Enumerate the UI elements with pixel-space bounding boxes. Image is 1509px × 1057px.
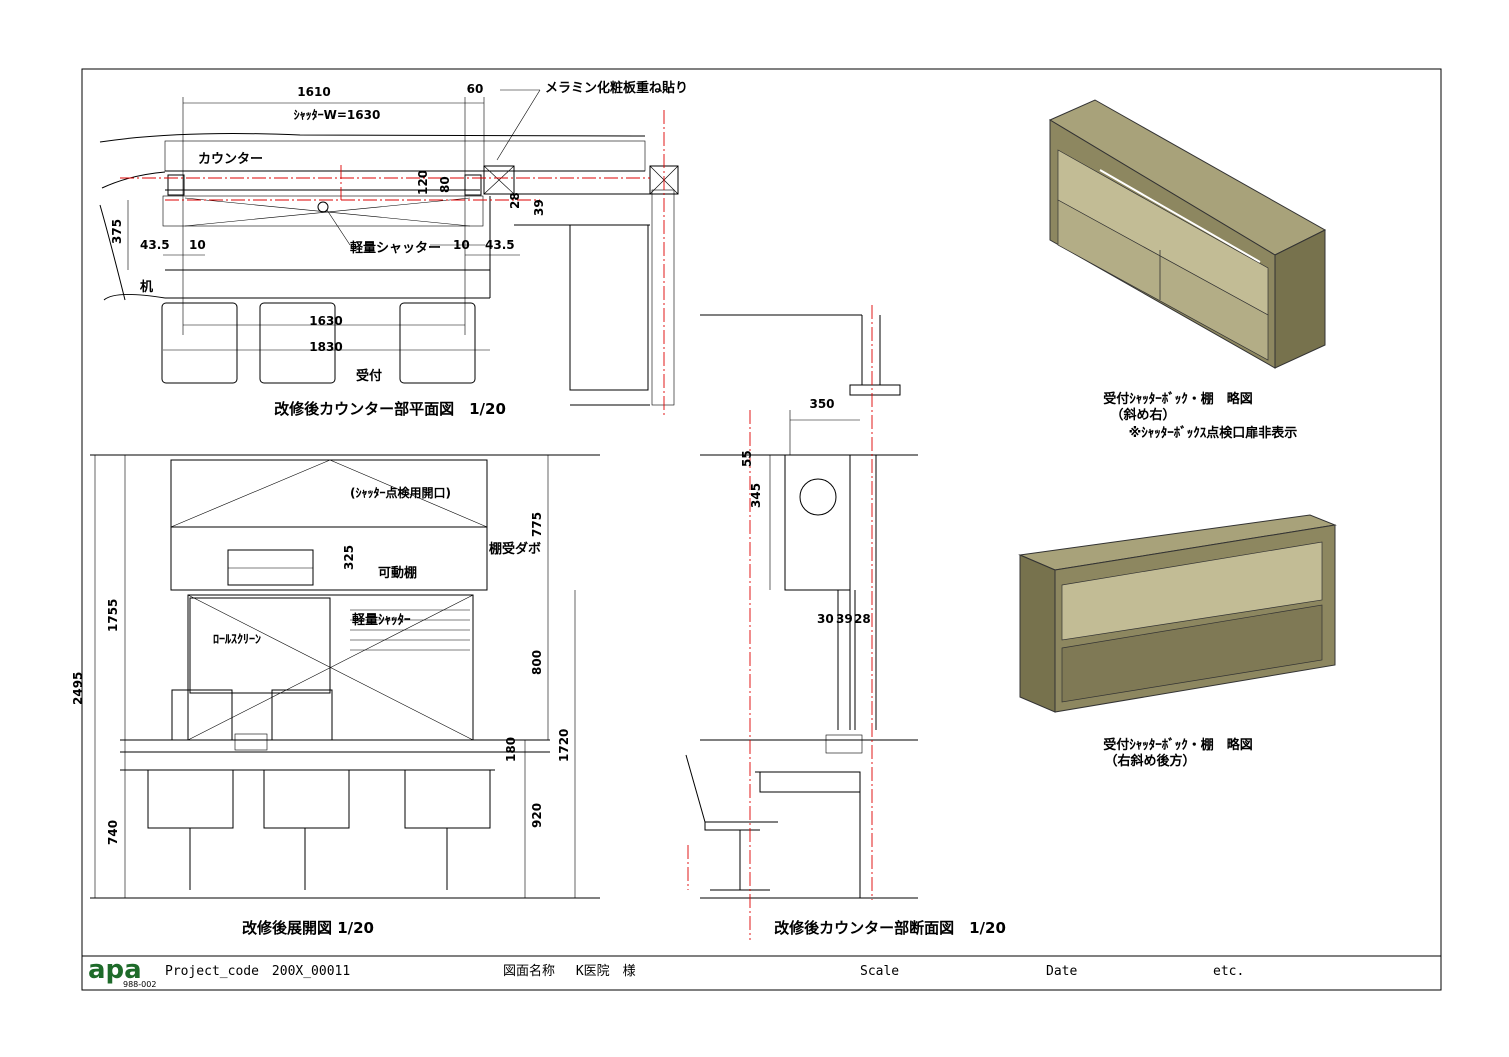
- iso-shutter-box-right: 受付ｼｬｯﾀｰﾎﾞｯｸ・棚 略図 （斜め右） ※ｼｬｯﾀｰﾎﾞｯｸｽ点検口扉非表…: [1048, 99, 1327, 441]
- section-view: 350 55 345 30 39 28 改修後カウンター部断面図 1/20: [685, 305, 1006, 940]
- dim-28: 28: [508, 192, 522, 209]
- dim-800: 800: [530, 650, 544, 675]
- dim-28-section: 28: [854, 612, 871, 626]
- dim-10-left: 10: [189, 238, 206, 252]
- label-roll-screen: ﾛｰﾙｽｸﾘｰﾝ: [213, 632, 261, 646]
- dim-180: 180: [504, 737, 518, 762]
- dim-325: 325: [342, 545, 356, 570]
- label-melamine: メラミン化粧板重ね貼り: [545, 80, 688, 96]
- dim-43-5-left: 43.5: [140, 238, 170, 252]
- plan-view: 1610 60 ｼｬｯﾀｰW=1630 メラミン化粧板重ね貼り カウンター 12…: [99, 80, 688, 418]
- label-inspection-opening: (ｼｬｯﾀｰ点検用開口): [350, 485, 451, 500]
- label-light-shutter: 軽量シャッター: [350, 240, 441, 256]
- dim-775: 775: [530, 512, 544, 537]
- dim-39: 39: [532, 199, 546, 216]
- dim-80: 80: [438, 176, 452, 193]
- label-shelf-dowel: 棚受ダボ: [489, 541, 541, 557]
- elevation-title: 改修後展開図 1/20: [242, 919, 374, 937]
- iso-shutter-box-rear: 受付ｼｬｯﾀｰﾎﾞｯｸ・棚 略図 （右斜め後方）: [1018, 514, 1337, 769]
- dim-43-5-right: 43.5: [485, 238, 515, 252]
- dim-920: 920: [530, 803, 544, 828]
- etc-field: etc.: [1213, 964, 1244, 979]
- logo-subcode: 988-002: [123, 980, 156, 989]
- shutter-box: [162, 195, 484, 227]
- dim-shutter-width: ｼｬｯﾀｰW=1630: [294, 107, 381, 122]
- label-movable-shelf: 可動棚: [378, 565, 417, 581]
- dim-10-right: 10: [453, 238, 470, 252]
- iso1-caption-3: ※ｼｬｯﾀｰﾎﾞｯｸｽ点検口扉非表示: [1129, 425, 1298, 441]
- dim-1610: 1610: [297, 85, 330, 99]
- dim-30: 30: [817, 612, 834, 626]
- date-field: Date: [1046, 964, 1077, 979]
- label-counter: カウンター: [198, 152, 263, 167]
- iso2-caption-1: 受付ｼｬｯﾀｰﾎﾞｯｸ・棚 略図: [1103, 737, 1253, 753]
- scale-field: Scale: [860, 964, 899, 979]
- dim-55: 55: [740, 450, 754, 467]
- dim-1830: 1830: [309, 340, 342, 354]
- elevation-view: 2495 1755 740 775 325 800 180 1720 920 (…: [71, 454, 600, 937]
- label-light-shutter-elev: 軽量ｼｬｯﾀｰ: [352, 612, 411, 628]
- label-reception: 受付: [356, 368, 382, 384]
- sheet-frame: [81, 68, 1442, 991]
- apa-logo: apa: [88, 955, 142, 985]
- section-title: 改修後カウンター部断面図 1/20: [774, 919, 1006, 937]
- wall-section: [651, 189, 675, 406]
- dim-39-section: 39: [836, 612, 853, 626]
- dim-345: 345: [749, 483, 763, 508]
- title-block: apa 988-002 Project_code 200X_00011 図面名称…: [88, 955, 1244, 989]
- drawing-name: 図面名称 K医院 様: [503, 963, 636, 979]
- plan-title: 改修後カウンター部平面図 1/20: [274, 400, 506, 418]
- dim-350: 350: [809, 397, 834, 411]
- dim-375: 375: [110, 219, 124, 244]
- iso2-caption-2: （右斜め後方）: [1104, 753, 1195, 769]
- dim-120: 120: [416, 170, 430, 195]
- dim-1720: 1720: [557, 729, 571, 762]
- dim-1755: 1755: [106, 599, 120, 632]
- dim-740: 740: [106, 820, 120, 845]
- project-code: Project_code 200X_00011: [165, 964, 350, 979]
- iso1-caption-2: （斜め右）: [1110, 407, 1175, 423]
- dim-2495: 2495: [71, 672, 85, 705]
- label-desk: 机: [140, 279, 153, 295]
- dim-1630: 1630: [309, 314, 342, 328]
- iso1-caption-1: 受付ｼｬｯﾀｰﾎﾞｯｸ・棚 略図: [1103, 391, 1253, 407]
- dim-60: 60: [467, 82, 484, 96]
